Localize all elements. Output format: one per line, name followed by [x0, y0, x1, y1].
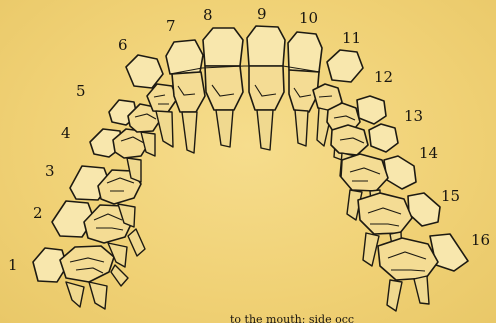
tooth-number-16: 16: [471, 233, 490, 248]
tooth-shape-12-outer: [357, 96, 386, 124]
tooth-shape-10: [288, 32, 322, 72]
tooth-number-3: 3: [45, 164, 55, 179]
tooth-shape-1-crown: [60, 246, 114, 282]
tooth-shape-14-outer: [384, 156, 416, 189]
right-molar-region: [341, 154, 468, 311]
tooth-number-1: 1: [8, 258, 18, 273]
tooth-number-13: 13: [404, 109, 423, 124]
tooth-shape-8: [203, 28, 243, 66]
tooth-shape-11-outer: [327, 50, 363, 82]
caption-fragment: to the mouth; side occ: [230, 313, 354, 323]
tooth-number-6: 6: [118, 38, 128, 53]
tooth-shape-9: [247, 26, 285, 66]
tooth-shape-13-outer: [369, 124, 398, 152]
tooth-number-5: 5: [76, 84, 86, 99]
tooth-shape-6-outer: [126, 55, 163, 88]
tooth-number-9: 9: [257, 7, 267, 22]
left-molar-region: [33, 166, 145, 309]
tooth-number-11: 11: [342, 31, 361, 46]
tooth-shape-15-outer: [408, 193, 440, 226]
tooth-number-12: 12: [374, 70, 393, 85]
tooth-number-14: 14: [419, 146, 438, 161]
incisor-region: [166, 26, 322, 153]
tooth-number-7: 7: [166, 19, 176, 34]
tooth-number-8: 8: [203, 8, 213, 23]
tooth-number-4: 4: [61, 126, 71, 141]
left-premolar-region: [90, 55, 177, 182]
tooth-number-15: 15: [441, 189, 460, 204]
tooth-number-10: 10: [299, 11, 318, 26]
tooth-number-2: 2: [33, 206, 43, 221]
